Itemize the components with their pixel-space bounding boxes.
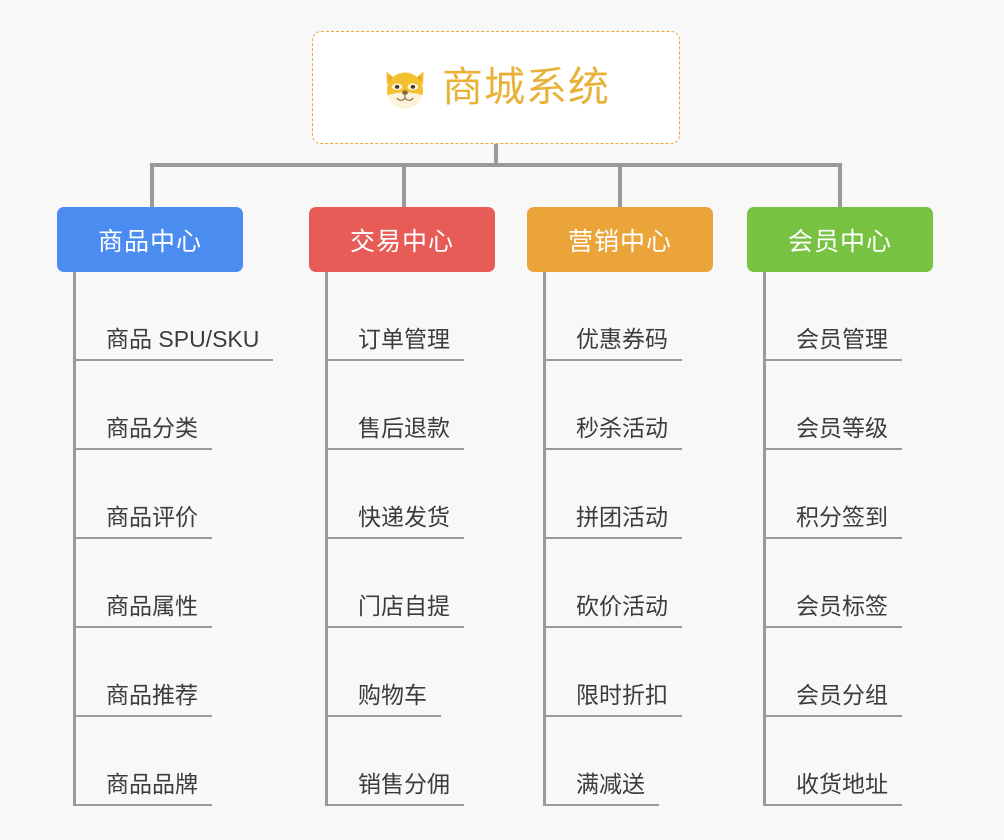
list-item[interactable]: 会员等级: [766, 361, 902, 450]
list-item[interactable]: 砍价活动: [546, 539, 682, 628]
item-label: 拼团活动: [546, 504, 682, 539]
category-header-marketing-center[interactable]: 营销中心: [527, 207, 713, 272]
connector-root-stem: [494, 144, 498, 165]
list-item[interactable]: 会员标签: [766, 539, 902, 628]
item-label: 会员管理: [766, 326, 902, 361]
list-item[interactable]: 门店自提: [328, 539, 464, 628]
list-item[interactable]: 收货地址: [766, 717, 902, 806]
item-label: 商品 SPU/SKU: [76, 326, 274, 361]
item-label: 会员分组: [766, 682, 902, 717]
category-label: 营销中心: [567, 227, 672, 256]
item-label: 秒杀活动: [546, 415, 682, 450]
list-item[interactable]: 商品 SPU/SKU: [76, 272, 274, 361]
item-label: 商品分类: [76, 415, 212, 450]
item-label: 商品品牌: [76, 771, 212, 806]
root-node[interactable]: 商城系统: [312, 31, 680, 144]
list-item[interactable]: 优惠券码: [546, 272, 682, 361]
item-list-product-center: 商品 SPU/SKU 商品分类 商品评价 商品属性 商品推荐 商品品牌: [73, 272, 274, 806]
list-item[interactable]: 会员管理: [766, 272, 902, 361]
item-label: 积分签到: [766, 504, 902, 539]
item-label: 售后退款: [328, 415, 464, 450]
item-list-member-center: 会员管理 会员等级 积分签到 会员标签 会员分组 收货地址: [763, 272, 902, 806]
list-item[interactable]: 订单管理: [328, 272, 464, 361]
category-label: 交易中心: [349, 227, 454, 256]
list-item[interactable]: 积分签到: [766, 450, 902, 539]
connector-drop-col-2: [402, 163, 406, 207]
category-label: 会员中心: [787, 227, 892, 256]
list-item[interactable]: 快递发货: [328, 450, 464, 539]
list-item[interactable]: 会员分组: [766, 628, 902, 717]
list-item[interactable]: 售后退款: [328, 361, 464, 450]
connector-drop-col-4: [838, 163, 842, 207]
item-label: 商品属性: [76, 593, 212, 628]
connector-drop-col-3: [618, 163, 622, 207]
list-item[interactable]: 商品分类: [76, 361, 273, 450]
item-label: 门店自提: [328, 593, 464, 628]
list-item[interactable]: 商品推荐: [76, 628, 273, 717]
item-label: 砍价活动: [546, 593, 682, 628]
list-item[interactable]: 限时折扣: [546, 628, 682, 717]
list-item[interactable]: 满减送: [546, 717, 682, 806]
root-title: 商城系统: [442, 64, 610, 110]
item-list-trade-center: 订单管理 售后退款 快递发货 门店自提 购物车 销售分佣: [325, 272, 464, 806]
item-label: 商品评价: [76, 504, 212, 539]
category-header-product-center[interactable]: 商品中心: [57, 207, 243, 272]
item-list-marketing-center: 优惠券码 秒杀活动 拼团活动 砍价活动 限时折扣 满减送: [543, 272, 682, 806]
item-label: 订单管理: [328, 326, 464, 361]
item-label: 收货地址: [766, 771, 902, 806]
list-item[interactable]: 销售分佣: [328, 717, 464, 806]
item-label: 满减送: [546, 771, 659, 806]
list-item[interactable]: 商品品牌: [76, 717, 273, 806]
item-label: 销售分佣: [328, 771, 464, 806]
item-label: 优惠券码: [546, 326, 682, 361]
item-label: 购物车: [328, 682, 441, 717]
connector-drop-col-1: [150, 163, 154, 207]
item-label: 会员等级: [766, 415, 902, 450]
list-item[interactable]: 商品属性: [76, 539, 273, 628]
category-label: 商品中心: [97, 227, 202, 256]
list-item[interactable]: 购物车: [328, 628, 464, 717]
shiba-dog-face-icon: [386, 71, 424, 108]
connector-bus-bar: [150, 163, 842, 167]
item-label: 会员标签: [766, 593, 902, 628]
list-item[interactable]: 秒杀活动: [546, 361, 682, 450]
item-label: 商品推荐: [76, 682, 212, 717]
list-item[interactable]: 拼团活动: [546, 450, 682, 539]
list-item[interactable]: 商品评价: [76, 450, 273, 539]
item-label: 快递发货: [328, 504, 464, 539]
item-label: 限时折扣: [546, 682, 682, 717]
category-header-member-center[interactable]: 会员中心: [747, 207, 933, 272]
category-header-trade-center[interactable]: 交易中心: [309, 207, 495, 272]
